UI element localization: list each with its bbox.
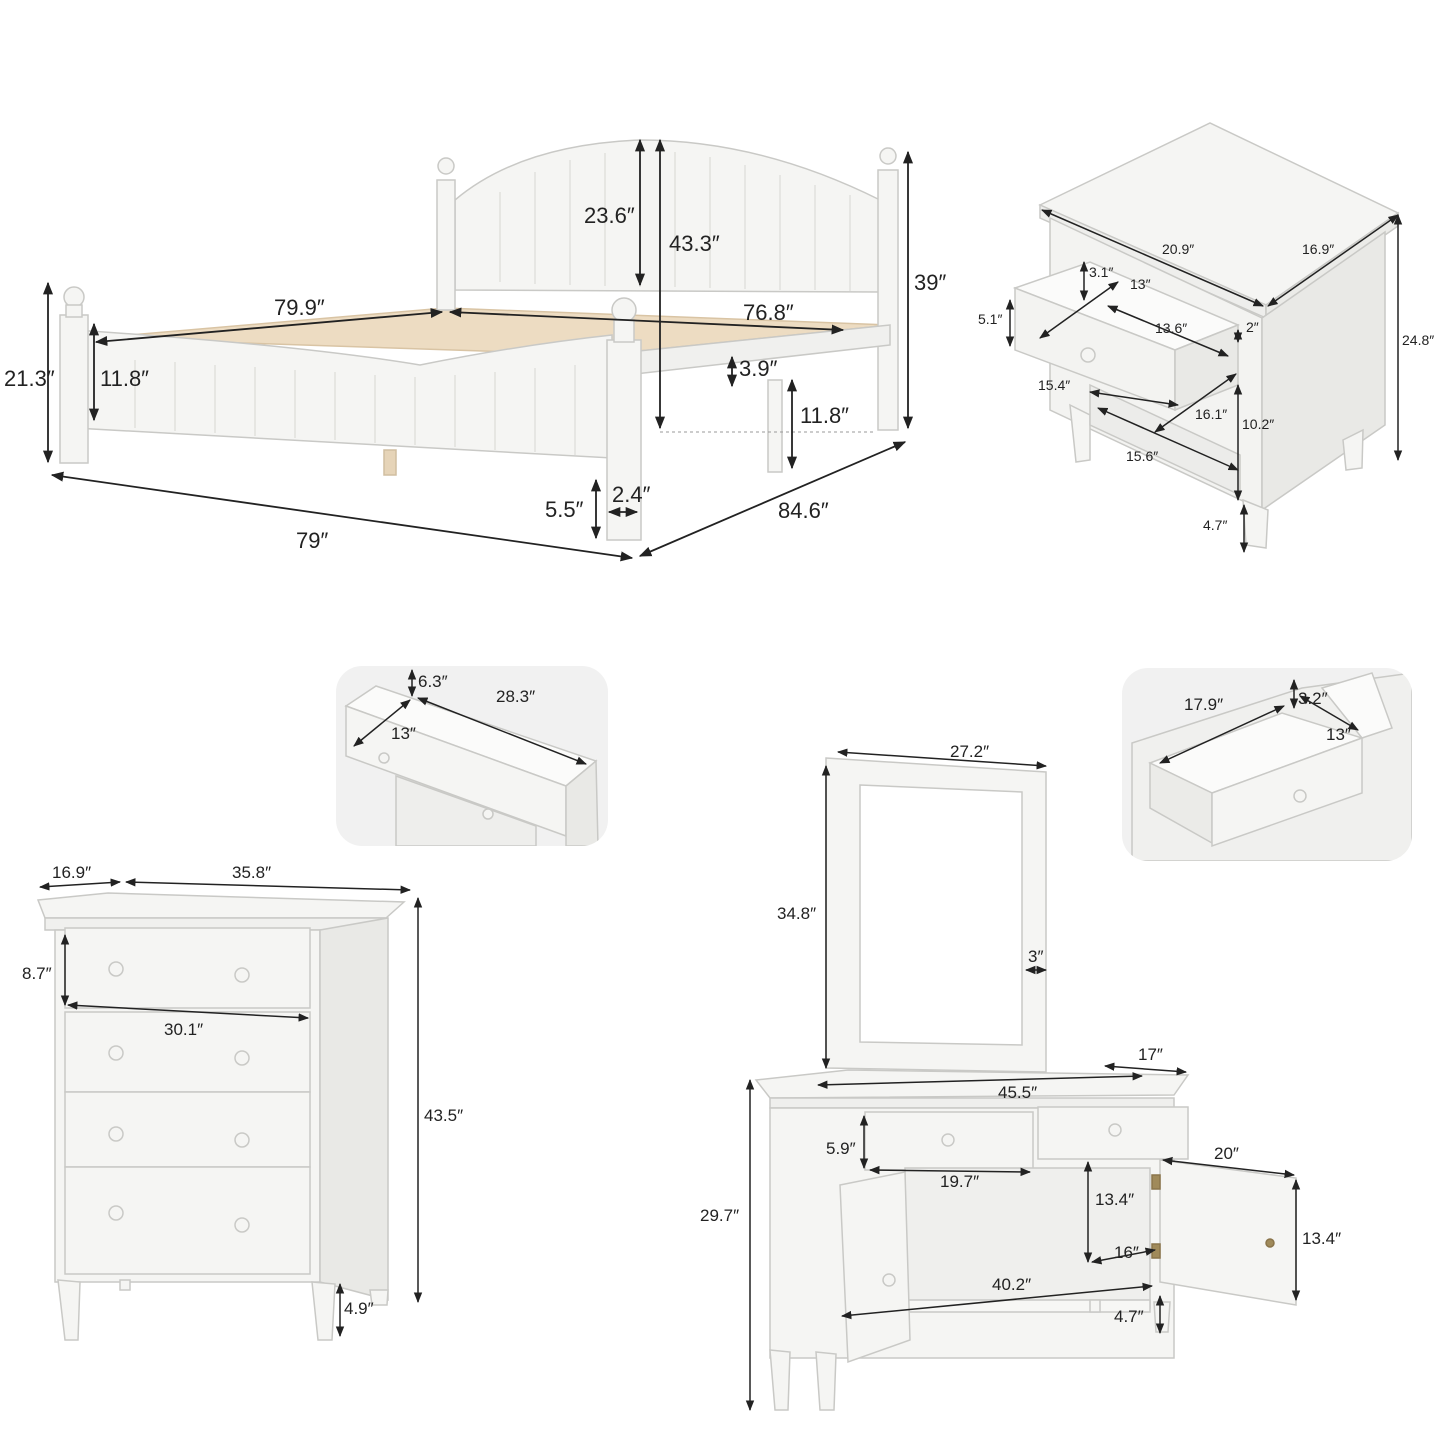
chest-drawer-3 [64, 1091, 311, 1168]
bed-illustration [59, 139, 899, 541]
bed-headboard-height-label: 43.3″ [669, 231, 720, 256]
dresser-cabinet-depth-label: 16″ [1114, 1243, 1139, 1262]
dresser-drawer-height-label: 3.2″ [1298, 689, 1328, 708]
nightstand-height-label: 24.8″ [1402, 332, 1435, 348]
dresser-illustration [754, 1069, 1297, 1411]
chest-drawer-depth-label: 13″ [391, 724, 416, 743]
bed-foot-post-left [59, 314, 89, 464]
bed-head-post-right [877, 169, 899, 431]
bed-inner-width-label: 76.8″ [743, 300, 794, 325]
chest-drawer-detail-inset [336, 666, 608, 846]
nightstand-drawer-inner-width-label: 13.6″ [1155, 320, 1188, 336]
bed-headboard-panel-height-label: 23.6″ [584, 203, 635, 228]
dresser-depth-label: 17″ [1138, 1045, 1163, 1064]
chest-leg-height-label: 4.9″ [344, 1299, 374, 1318]
bed-footboard-height-label: 21.3″ [4, 366, 55, 391]
nightstand-drawer-height-label: 5.1″ [978, 311, 1003, 327]
bed-footboard-panel-height-label: 11.8″ [100, 366, 149, 391]
bed-post-height-label: 39″ [914, 270, 947, 295]
chest-drawer-width-label: 28.3″ [496, 687, 536, 706]
bed-length-total-label: 79″ [296, 528, 329, 553]
nightstand-top-depth-label: 16.9″ [1302, 241, 1335, 257]
nightstand-shelf-height-label: 10.2″ [1242, 416, 1275, 432]
dresser-leg-height-label: 4.7″ [1114, 1307, 1144, 1326]
dresser-door-width-label: 20″ [1214, 1144, 1239, 1163]
mirror-illustration [825, 757, 1047, 1073]
chest-drawer-1 [64, 927, 311, 1009]
dresser-door-left [839, 1171, 911, 1364]
dresser-inner-width-label: 40.2″ [992, 1275, 1032, 1294]
chest-width-label: 35.8″ [232, 863, 272, 882]
dresser-drawer-depth-label: 13″ [1326, 725, 1351, 744]
dresser-drawer-width-label: 17.9″ [1184, 695, 1224, 714]
nightstand-drawer-offset-label: 2″ [1246, 319, 1259, 335]
nightstand-drawer-inner-height-label: 3.1″ [1089, 264, 1114, 280]
dresser-door-right [1159, 1159, 1297, 1306]
bed-width-total-label: 84.6″ [778, 498, 829, 523]
chest-height-label: 43.5″ [424, 1106, 464, 1125]
dresser-height-label: 29.7″ [700, 1206, 740, 1225]
chest-drawer-detail-art [344, 668, 599, 846]
bed-foot-post-right [606, 339, 642, 541]
bed-clearance-label: 11.8″ [800, 403, 849, 428]
chest-drawer-height-label: 8.7″ [22, 964, 52, 983]
chest-drawer-height-label: 6.3″ [418, 672, 448, 691]
nightstand-top-width-label: 20.9″ [1162, 241, 1195, 257]
dresser-door-height-label: 13.4″ [1302, 1229, 1342, 1248]
bed-rail-length-label: 79.9″ [274, 295, 325, 320]
chest-drawer-4 [64, 1166, 311, 1275]
bed-leg-width-label: 2.4″ [612, 482, 651, 507]
dresser-drawer-height-label: 5.9″ [826, 1139, 856, 1158]
nightstand-illustration [1012, 122, 1400, 549]
dresser-cabinet-height-label: 13.4″ [1095, 1190, 1135, 1209]
bed-rail-height-label: 3.9″ [739, 356, 778, 381]
chest-illustration [36, 892, 406, 1341]
dresser-top [754, 1069, 1190, 1099]
mirror-height-label: 34.8″ [777, 904, 817, 923]
mirror-width-label: 27.2″ [950, 742, 990, 761]
dresser-drawer-detail-inset: 17.9″ 3.2″ 13″ [1122, 668, 1412, 861]
nightstand-shelf-width-label: 15.6″ [1126, 448, 1159, 464]
dresser-width-label: 45.5″ [998, 1083, 1038, 1102]
nightstand-shelf-depth-label: 16.1″ [1195, 406, 1228, 422]
bed-head-post-left [436, 179, 456, 311]
nightstand-drawer-depth-label: 13″ [1130, 276, 1151, 292]
chest-depth-label: 16.9″ [52, 863, 92, 882]
nightstand-drawer-front-width-label: 15.4″ [1038, 377, 1071, 393]
dresser-drawer-width-label: 19.7″ [940, 1172, 980, 1191]
bed-leg-height-label: 5.5″ [545, 497, 584, 522]
chest-drawer-width-label: 30.1″ [164, 1020, 204, 1039]
dresser-drawer-detail-art [1131, 672, 1412, 861]
chest-top [36, 892, 406, 919]
nightstand-leg-height-label: 4.7″ [1203, 517, 1228, 533]
bed-headboard [454, 139, 881, 293]
mirror-frame-width-label: 3″ [1028, 947, 1044, 966]
bed-footboard [74, 329, 613, 459]
